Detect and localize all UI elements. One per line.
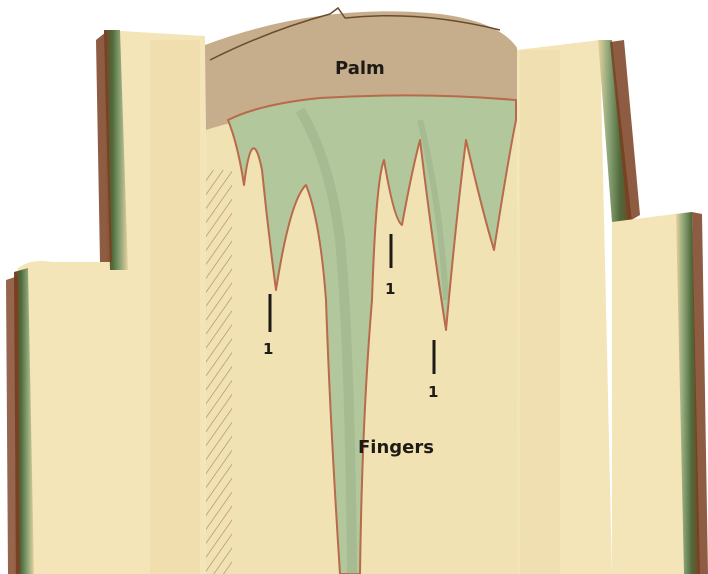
- left-inner-column: [96, 30, 206, 574]
- central-section: [205, 8, 518, 574]
- right-outer-column: [612, 212, 708, 574]
- marker-label-b: 1: [385, 280, 395, 298]
- left-outer-column: [6, 261, 110, 574]
- fingers-label: Fingers: [358, 437, 434, 458]
- marker-label-c: 1: [428, 383, 438, 401]
- marker-label-a: 1: [263, 340, 273, 358]
- palm-label: Palm: [335, 58, 385, 79]
